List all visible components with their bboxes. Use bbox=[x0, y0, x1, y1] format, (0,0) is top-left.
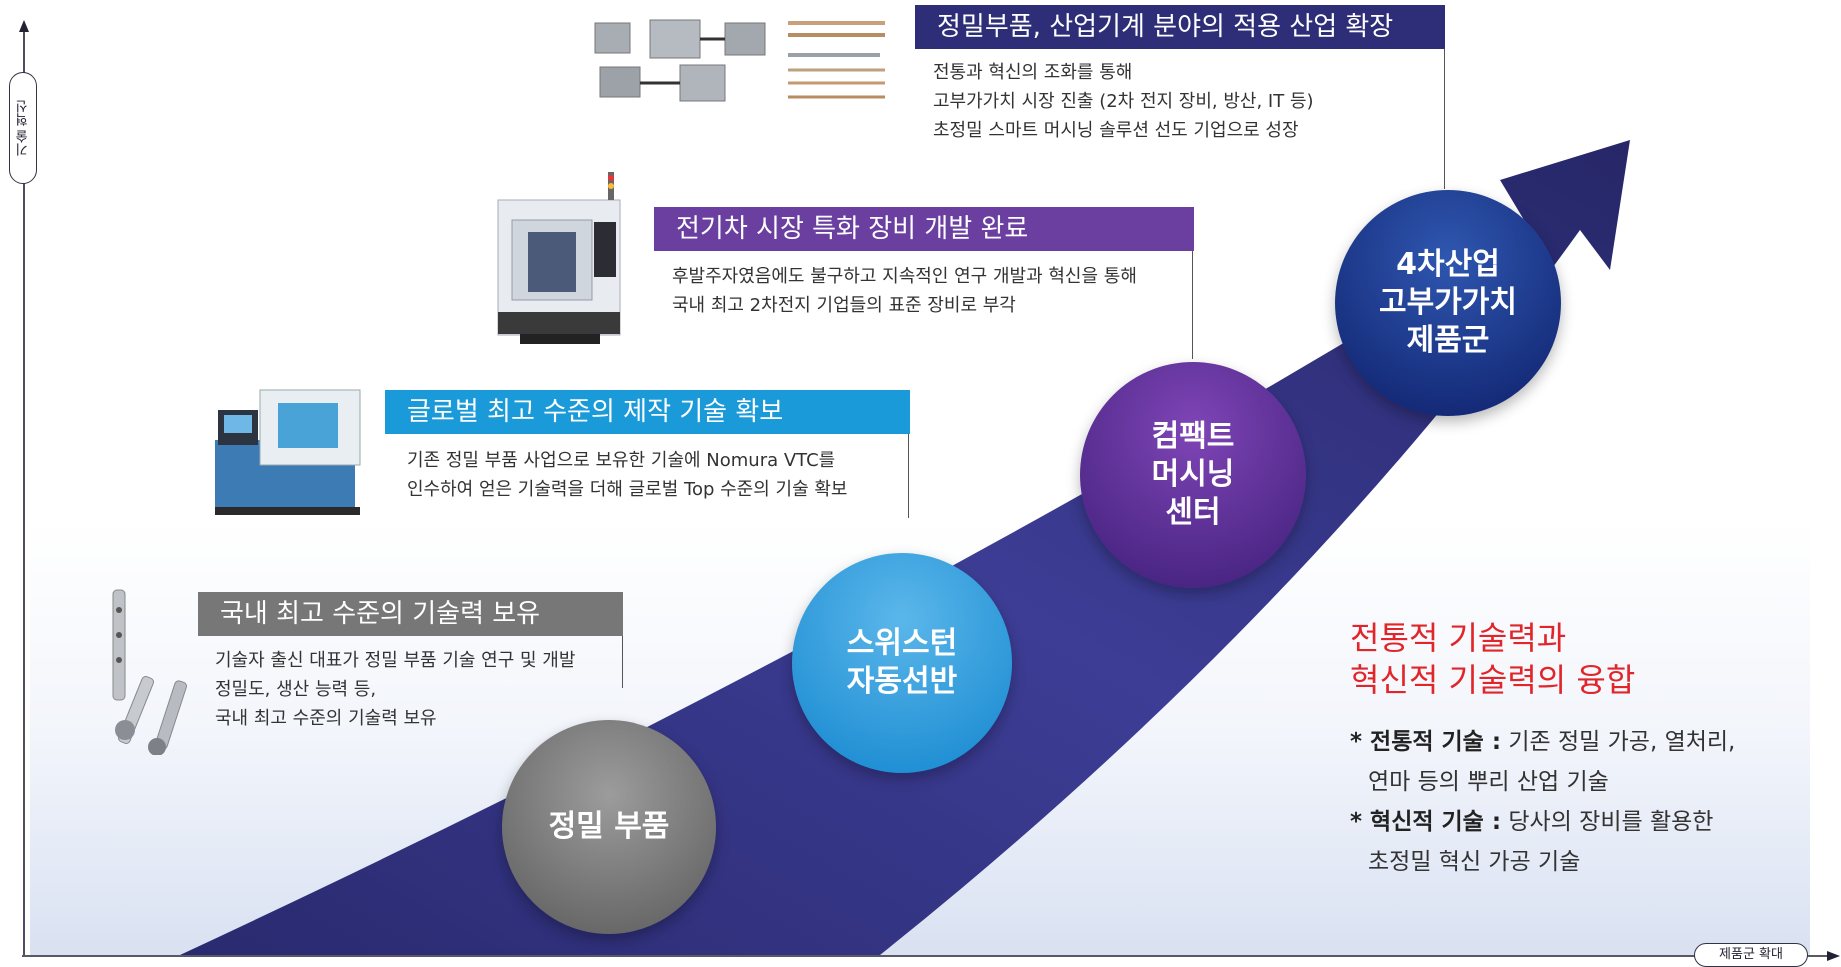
machining-center-image bbox=[497, 172, 621, 344]
fusion-title: 전통적 기술력과 혁신적 기술력의 융합 bbox=[1350, 619, 1636, 699]
precision-parts-image bbox=[112, 589, 187, 755]
stage2-banner: 글로벌 최고 수준의 제작 기술 확보 bbox=[385, 390, 910, 434]
stage1-description: 기술자 출신 대표가 정밀 부품 기술 연구 및 개발 정밀도, 생산 능력 등… bbox=[215, 650, 576, 729]
fusion-item-innovative-cont: 초정밀 혁신 가공 기술 bbox=[1368, 849, 1581, 875]
stage4-banner: 정밀부품, 산업기계 분야의 적용 산업 확장 bbox=[915, 5, 1445, 49]
stage1-circle: 정밀 부품 bbox=[502, 720, 716, 934]
y-axis-label: 기술 혁신 bbox=[9, 72, 37, 184]
stage2-description: 기존 정밀 부품 사업으로 보유한 기술에 Nomura VTC를 인수하여 얻… bbox=[407, 450, 848, 500]
stage2-connector bbox=[908, 434, 909, 518]
stage3-connector bbox=[1192, 251, 1193, 359]
industrial-parts-image bbox=[594, 19, 885, 102]
stage2-circle: 스위스턴 자동선반 bbox=[792, 553, 1012, 773]
x-axis-label: 제품군 확대 bbox=[1694, 943, 1808, 967]
stage4-circle: 4차산업 고부가가치 제품군 bbox=[1335, 190, 1561, 416]
swiss-lathe-image bbox=[215, 389, 361, 515]
stage1-banner: 국내 최고 수준의 기술력 보유 bbox=[198, 592, 623, 636]
stage3-circle: 컴팩트 머시닝 센터 bbox=[1080, 362, 1306, 588]
fusion-item-traditional: * 전통적 기술 : 기존 정밀 가공, 열처리, bbox=[1350, 729, 1736, 755]
stage3-banner: 전기차 시장 특화 장비 개발 완료 bbox=[654, 207, 1194, 251]
fusion-item-traditional-cont: 연마 등의 뿌리 산업 기술 bbox=[1368, 769, 1609, 795]
stage4-description: 전통과 혁신의 조화를 통해 고부가가치 시장 진출 (2차 전지 장비, 방산… bbox=[933, 62, 1314, 141]
stage4-connector bbox=[1444, 49, 1445, 189]
stage1-connector bbox=[622, 636, 623, 688]
x-axis-line bbox=[22, 951, 1840, 961]
main-arrow bbox=[180, 140, 1630, 955]
fusion-bullets: * 전통적 기술 : 기존 정밀 가공, 열처리, 연마 등의 뿌리 산업 기술… bbox=[1350, 722, 1735, 882]
fusion-item-innovative: * 혁신적 기술 : 당사의 장비를 활용한 bbox=[1350, 809, 1714, 835]
stage3-description: 후발주자였음에도 불구하고 지속적인 연구 개발과 혁신을 통해 국내 최고 2… bbox=[672, 266, 1137, 316]
